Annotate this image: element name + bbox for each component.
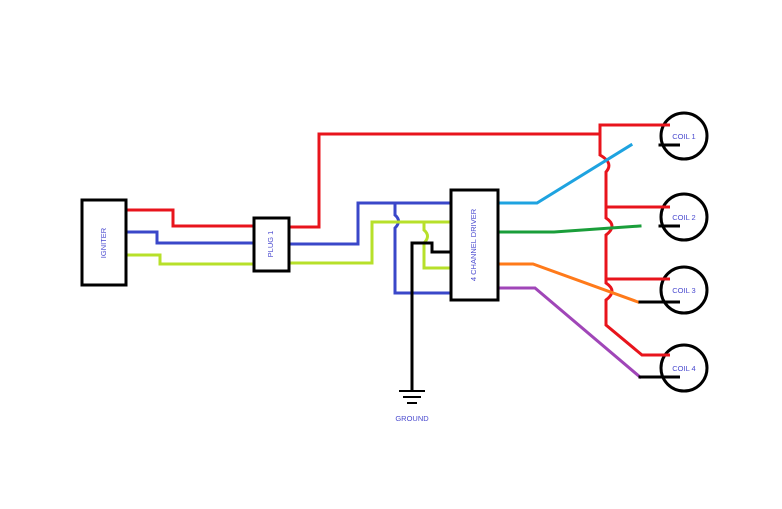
ground-symbol xyxy=(399,390,425,404)
wire-lime-plug-driver xyxy=(287,220,454,265)
igniter-label: IGNITER xyxy=(99,227,108,258)
coil1-label: COIL 1 xyxy=(672,132,695,141)
coil2-circle xyxy=(659,192,709,242)
igniter-box xyxy=(80,198,128,287)
wire-blue-plug-driver xyxy=(287,201,454,246)
wire-orange-ch3 xyxy=(496,262,640,304)
coil1-circle xyxy=(659,111,709,161)
wire-red-igniter-plug xyxy=(124,208,257,228)
wire-lime-inner-loop xyxy=(422,220,454,270)
wire-blue-igniter-plug xyxy=(124,230,257,245)
wire-purple-ch4 xyxy=(496,286,643,380)
wire-cyan-ch1 xyxy=(496,142,634,205)
driver-label: 4 CHANNEL DRIVER xyxy=(469,208,478,281)
ground-label: GROUND xyxy=(395,414,429,423)
wire-lime-igniter-plug xyxy=(124,253,257,266)
driver-box xyxy=(449,188,500,302)
wire-black-ground xyxy=(410,241,454,295)
plug-label: PLUG 1 xyxy=(266,231,275,258)
coil4-circle xyxy=(659,343,709,393)
coil4-label: COIL 4 xyxy=(672,364,695,373)
coil2-label: COIL 2 xyxy=(672,213,695,222)
coil3-label: COIL 3 xyxy=(672,286,695,295)
wire-green-ch2 xyxy=(496,224,642,234)
wire-red-power-bus xyxy=(287,123,667,229)
plug-box xyxy=(252,216,291,273)
